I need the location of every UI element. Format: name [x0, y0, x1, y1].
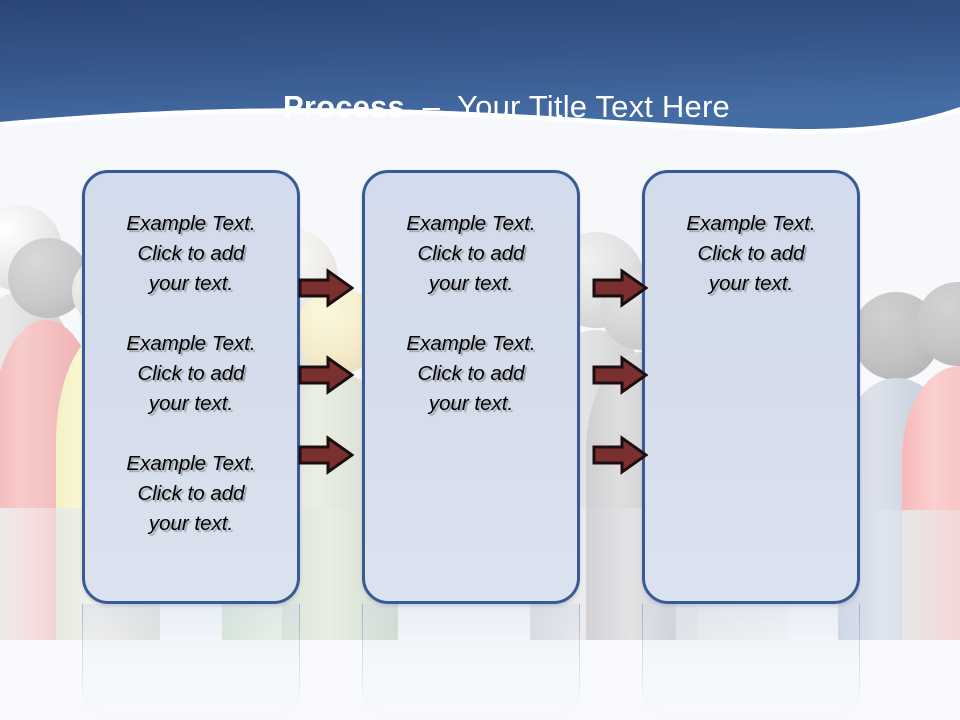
process-step-3-content: Example Text. Click to add your text. [645, 173, 857, 299]
process-step-1-text-2[interactable]: Example Text. Click to add your text. [126, 332, 256, 415]
process-step-2-text-2[interactable]: Example Text. Click to add your text. [406, 332, 536, 415]
header-wave-shape [0, 0, 960, 134]
process-step-3[interactable]: Example Text. Click to add your text. [642, 170, 860, 604]
arrow-right-icon-1a[interactable] [298, 268, 354, 308]
arrow-right-icon-1b[interactable] [298, 355, 354, 395]
process-step-1[interactable]: Example Text. Click to add your text. Ex… [82, 170, 300, 604]
page-title-rest: – Your Title Text Here [404, 89, 730, 124]
process-step-1-text-3[interactable]: Example Text. Click to add your text. [126, 452, 256, 535]
page-title-bold: Process [282, 89, 405, 124]
process-step-3-text-1[interactable]: Example Text. Click to add your text. [686, 212, 816, 295]
arrow-right-icon-2c[interactable] [592, 435, 648, 475]
process-step-2[interactable]: Example Text. Click to add your text. Ex… [362, 170, 580, 604]
arrow-right-icon-2a[interactable] [592, 268, 648, 308]
process-step-1-content: Example Text. Click to add your text. Ex… [85, 173, 297, 539]
arrow-right-icon-2b[interactable] [592, 355, 648, 395]
page-title: Process – Your Title Text Here [0, 50, 960, 145]
header-banner: Process – Your Title Text Here [0, 0, 960, 145]
process-step-3-reflection [642, 604, 860, 714]
process-step-1-text-1[interactable]: Example Text. Click to add your text. [126, 212, 256, 295]
process-step-2-text-1[interactable]: Example Text. Click to add your text. [406, 212, 536, 295]
process-step-2-reflection [362, 604, 580, 714]
process-step-1-reflection [82, 604, 300, 714]
process-step-2-content: Example Text. Click to add your text. Ex… [365, 173, 577, 419]
arrow-right-icon-1c[interactable] [298, 435, 354, 475]
